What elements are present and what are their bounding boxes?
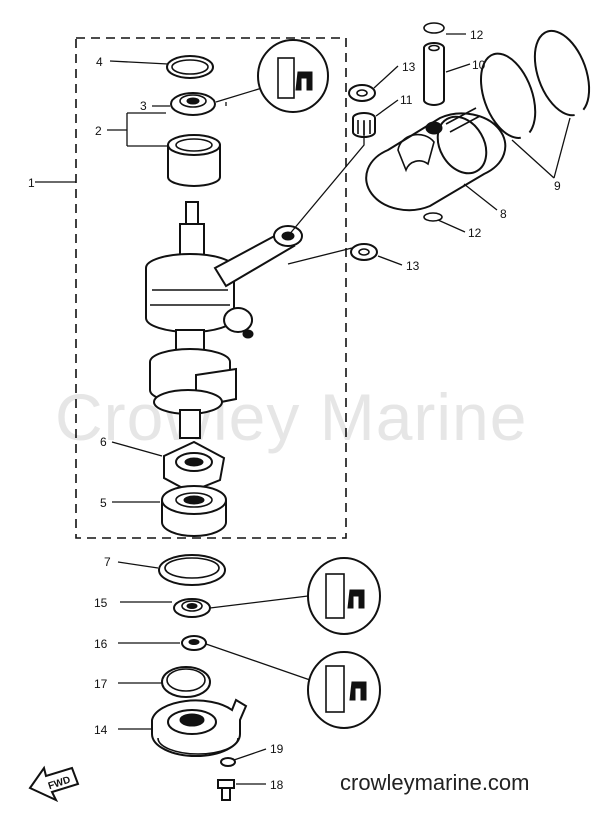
callout-16: 16: [94, 637, 108, 651]
part-6-bearing-housing: [163, 440, 226, 494]
callout-12-bottom: 12: [468, 226, 482, 240]
callout-numbers: 1 2 3 4 5 6 7 8 9 10 11 12 12 13 13 14 1…: [28, 28, 561, 792]
site-url: crowleymarine.com: [340, 770, 530, 795]
part-9-piston-ring-2: [533, 29, 591, 117]
crankshaft-assembly-box: [75, 37, 347, 539]
part-19-washer: [220, 757, 236, 767]
callout-10: 10: [472, 58, 486, 72]
callout-18: 18: [270, 778, 284, 792]
callout-12-top: 12: [470, 28, 484, 42]
callout-13-top: 13: [402, 60, 416, 74]
callout-1: 1: [28, 176, 35, 190]
callout-7: 7: [104, 555, 111, 569]
callout-9: 9: [554, 179, 561, 193]
seal-detail-bubble-top: [215, 39, 329, 113]
part-4-o-ring: [166, 55, 214, 79]
part-3-oil-seal: [170, 92, 216, 116]
part-8-piston: [365, 107, 507, 212]
part-13-washer-bottom: [350, 243, 378, 261]
crankshaft: [145, 201, 254, 439]
seal-detail-bubble-middle: [209, 557, 381, 635]
callout-3: 3: [140, 99, 147, 113]
callout-6: 6: [100, 435, 107, 449]
part-16-oil-seal: [181, 635, 207, 651]
part-18-bolt: [217, 779, 235, 801]
part-10-piston-pin: [423, 42, 445, 106]
part-7-o-ring: [158, 554, 226, 586]
callout-8: 8: [500, 207, 507, 221]
fwd-arrow-icon: FWD: [28, 765, 80, 803]
part-17-o-ring: [161, 666, 211, 698]
part-12-clip-bottom: [423, 212, 443, 222]
callout-15: 15: [94, 596, 108, 610]
seal-detail-bubble-bottom: [205, 643, 381, 729]
callout-11: 11: [400, 93, 413, 107]
callout-13-bottom: 13: [406, 259, 420, 273]
part-2-bearing: [167, 134, 221, 187]
part-12-clip-top: [423, 22, 445, 34]
callout-17: 17: [94, 677, 108, 691]
part-9-piston-ring-1: [480, 52, 537, 139]
callout-2: 2: [95, 124, 102, 138]
part-5-ball-bearing: [161, 485, 227, 537]
part-15-oil-seal: [173, 598, 211, 618]
part-13-washer-top: [348, 84, 376, 102]
callout-4: 4: [96, 55, 103, 69]
callout-5: 5: [100, 496, 107, 510]
callout-19: 19: [270, 742, 284, 756]
part-11-needle-bearing: [352, 112, 376, 138]
leader-lines: [35, 33, 571, 785]
part-14-housing: [151, 698, 248, 757]
callout-14: 14: [94, 723, 108, 737]
watermark-text: Crowley Marine: [55, 380, 527, 454]
